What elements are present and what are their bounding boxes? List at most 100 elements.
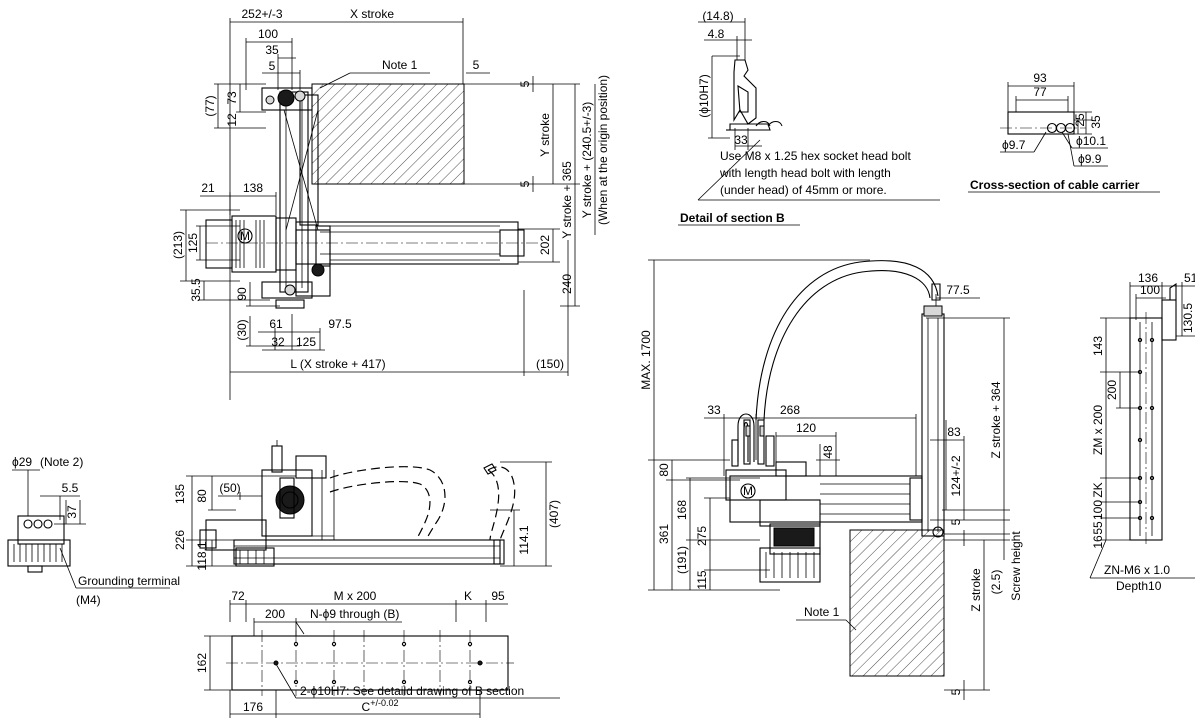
right-dim-zk: ZK (1091, 482, 1105, 497)
dim-32: 32 (271, 335, 285, 349)
dim-y-240: Y stroke + (240.5+/-3) (580, 102, 594, 219)
side-dim-407: (407) (547, 500, 561, 528)
front-dim-361: 361 (657, 524, 671, 544)
cable-dim-9-9: ϕ9.9 (1078, 152, 1102, 166)
base-dim-k: K (464, 589, 472, 603)
base-dim-72: 72 (231, 589, 245, 603)
side-dim-80: 80 (195, 489, 209, 503)
dim-y-365: Y stroke + 365 (560, 161, 574, 239)
cable-carrier-section: 93 77 25 35 ϕ9.7 ϕ10.1 ϕ9.9 Cross-sectio… (968, 71, 1160, 193)
detail-section-b: (14.8) 4.8 (ϕ10H7) 33 Use M8 x 1.25 hex … (678, 9, 940, 226)
detail-dim-14-8: (14.8) (702, 9, 733, 23)
side-dim-226: 226 (173, 530, 187, 550)
dim-150: (150) (536, 357, 564, 371)
z-stroke-hatch-area (849, 529, 945, 677)
front-x-arm (729, 475, 923, 523)
dim-5-rv1: 5 (518, 80, 532, 87)
dim-origin-note: (When at the origin position) (596, 75, 610, 225)
dim-5-rv2: 5 (518, 180, 532, 187)
right-dim-51: 51 (1184, 271, 1195, 285)
front-dim-77-5: 77.5 (946, 283, 970, 297)
front-motor-label: M (743, 484, 753, 498)
detail-note-2: with length head bolt with length (719, 166, 891, 180)
front-dim-5-bottom: 5 (949, 688, 963, 695)
dim-77: (77) (203, 95, 217, 116)
dim-35-top: 35 (265, 43, 279, 57)
dim-21: 21 (201, 181, 215, 195)
front-dim-83: 83 (947, 425, 961, 439)
dim-202: 202 (538, 235, 552, 255)
cable-dim-25: 25 (1073, 113, 1087, 127)
dim-x-stroke: X stroke (350, 7, 394, 21)
front-dim-120: 120 (796, 421, 816, 435)
cable-dim-10-1: ϕ10.1 (1076, 134, 1106, 148)
side-view: 135 80 (50) 226 118.1 114.1 (407) (173, 440, 561, 571)
front-dim-168: 168 (675, 500, 689, 520)
grounding-m4: (M4) (76, 593, 101, 607)
cable-dim-93: 93 (1033, 71, 1047, 85)
front-dim-33: 33 (707, 403, 721, 417)
dim-125-left: 125 (186, 233, 200, 253)
side-dim-118-1: 118.1 (195, 541, 209, 570)
front-dim-191: (191) (675, 546, 689, 574)
front-dim-48: 48 (821, 445, 835, 459)
detail-bracket (733, 59, 757, 125)
dim-12: 12 (225, 113, 239, 127)
front-dim-max1700: MAX. 1700 (639, 330, 653, 390)
right-dim-130-5: 130.5 (1181, 303, 1195, 333)
right-view: 136 51 100 143 130.5 200 ZM x 200 ZK 100… (1089, 271, 1195, 593)
base-dim-176: 176 (243, 700, 263, 714)
front-dim-z-stroke: Z stroke (969, 568, 983, 612)
right-dim-zm200: ZM x 200 (1091, 405, 1105, 455)
dim-240: 240 (560, 274, 574, 294)
detail-dim-phi10h7: (ϕ10H7) (697, 74, 711, 117)
front-dim-5-top: 5 (949, 518, 963, 525)
right-dim-143: 143 (1091, 336, 1105, 356)
dim-35-5: 35.5 (189, 278, 203, 302)
side-dim-135: 135 (173, 484, 187, 504)
front-screw-height: Screw height (1009, 531, 1023, 601)
right-dim-200: 200 (1105, 380, 1119, 400)
front-dim-115: 115 (695, 570, 709, 589)
side-dim-114-1: 114.1 (517, 525, 531, 554)
dim-y-stroke: Y stroke (538, 113, 552, 157)
right-dim-100b: 100 (1091, 500, 1105, 520)
small-connector-view: ϕ29 (Note 2) 5.5 37 Grounding terminal (… (7, 455, 180, 607)
front-view: M MAX. 1700 77.5 33 268 120 48 83 Z stro… (639, 259, 1023, 700)
front-dim-2-5: (2.5) (989, 570, 1003, 595)
right-depth: Depth10 (1116, 579, 1162, 593)
right-dim-16: 16 (1091, 535, 1105, 549)
dim-97-5: 97.5 (328, 317, 352, 331)
base-dim-162: 162 (195, 653, 209, 673)
small-dim-37: 37 (65, 505, 79, 519)
x-motor-body (231, 215, 277, 273)
dim-100-top: 100 (258, 27, 278, 41)
cable-title: Cross-section of cable carrier (970, 178, 1140, 192)
top-view: M 252+/-3 X stroke 100 35 5 Note 1 (171, 7, 610, 400)
cable-dim-77: 77 (1033, 85, 1047, 99)
z-axis-column (921, 313, 945, 537)
dim-252: 252+/-3 (241, 7, 282, 21)
small-dim-5-5: 5.5 (62, 481, 79, 495)
front-dim-80: 80 (657, 463, 671, 477)
right-dim-55: 55 (1091, 521, 1105, 535)
detail-note-1: Use M8 x 1.25 hex socket head bolt (720, 149, 911, 163)
front-cable-arc (755, 260, 939, 421)
base-dim-m200: M x 200 (334, 589, 377, 603)
note1-top: Note 1 (382, 58, 418, 72)
side-base-rail (233, 539, 501, 565)
motor-symbol-circle (237, 228, 253, 244)
front-dim-268: 268 (780, 403, 800, 417)
dim-138: 138 (243, 181, 263, 195)
front-note1: Note 1 (804, 605, 840, 619)
dim-73: 73 (225, 91, 239, 105)
y-axis-arm (279, 91, 309, 293)
right-dim-136: 136 (1138, 271, 1158, 285)
dim-61: 61 (269, 317, 283, 331)
dim-5-top: 5 (269, 59, 276, 73)
dim-125-bottom: 125 (296, 335, 316, 349)
dim-L: L (X stroke + 417) (290, 357, 385, 371)
base-dim-200: 200 (265, 607, 285, 621)
side-cable-dashed (329, 466, 446, 541)
